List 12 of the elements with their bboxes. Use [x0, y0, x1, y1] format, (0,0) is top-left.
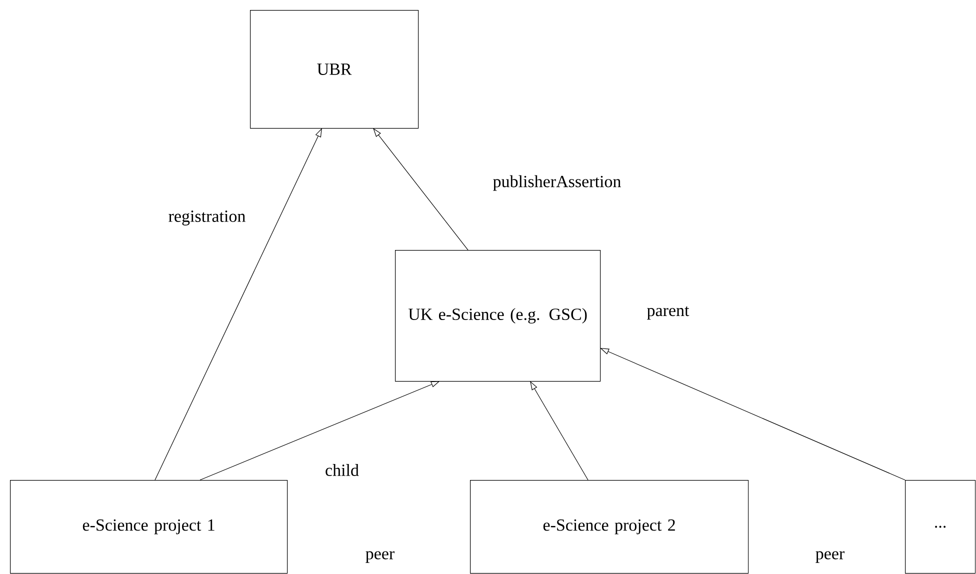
edge-label: registration — [168, 210, 246, 226]
edge-label: child — [326, 464, 359, 476]
edge-label: parent — [647, 306, 690, 320]
arrow — [373, 128, 468, 250]
box: UK e-Science (e.g. GSC) — [395, 250, 601, 382]
relation-label: peer — [366, 551, 394, 563]
edge-label: publisherAssertion — [493, 175, 621, 191]
box: e-Science project 1 — [10, 480, 288, 574]
relation-label: peer — [816, 551, 844, 563]
box: ... — [905, 480, 976, 574]
box: e-Science project 2 — [470, 480, 749, 574]
box: UBR — [250, 10, 419, 129]
